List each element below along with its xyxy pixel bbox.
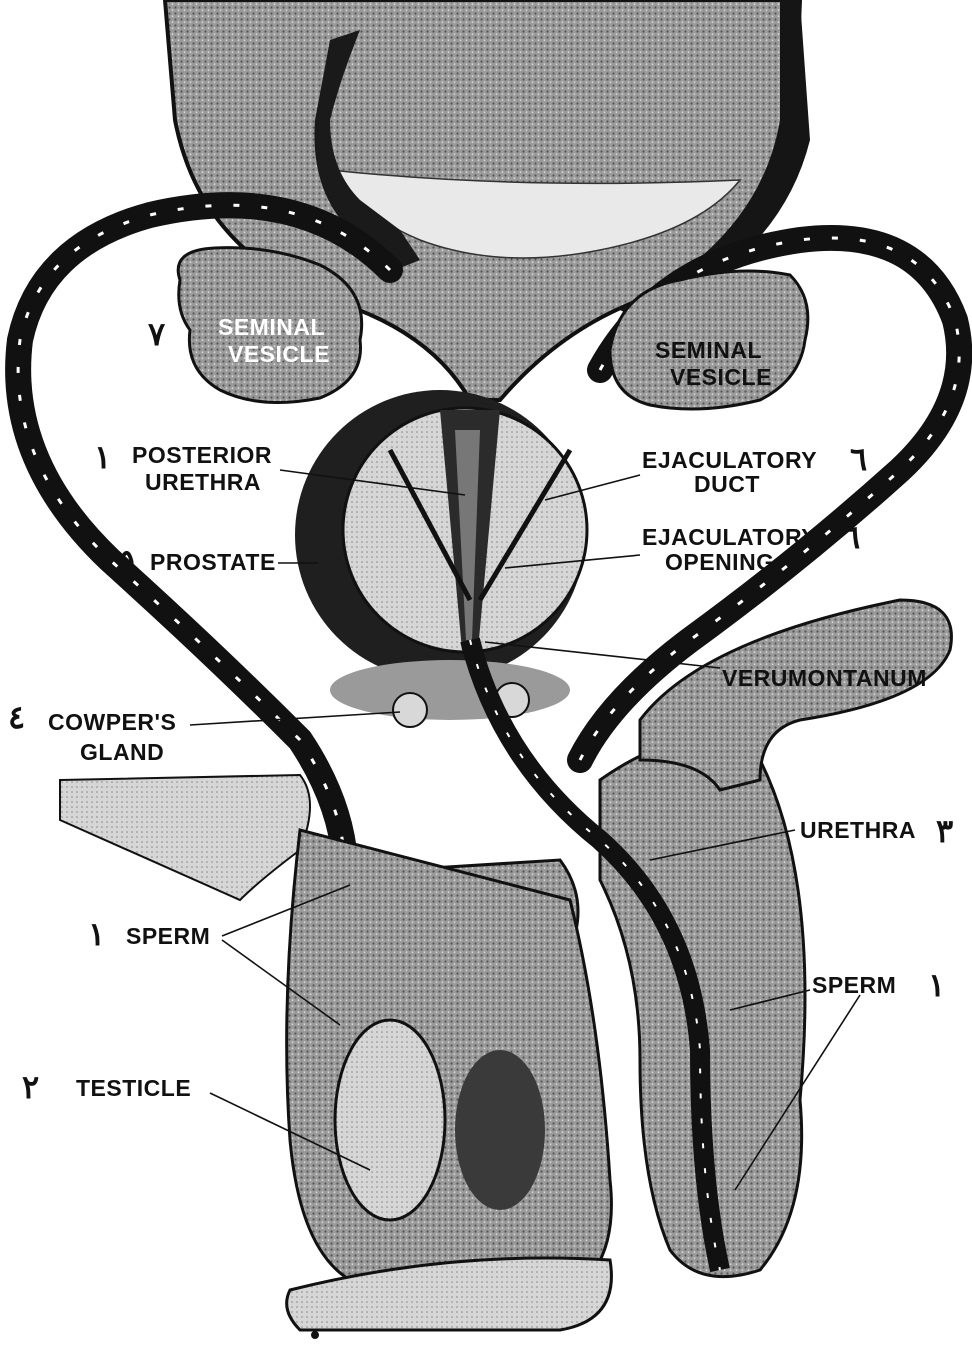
numeral-sperm-left: ١	[88, 915, 105, 953]
numeral-ejaculatory-opening: ٦	[843, 518, 860, 556]
numeral-prostate: ٥	[118, 542, 135, 580]
numeral-seminal-vesicle: ٧	[148, 315, 166, 353]
numeral-testicle: ٢	[22, 1068, 39, 1106]
label-ejaculatory-duct-line2: DUCT	[694, 471, 760, 497]
label-ejaculatory-duct-line1: EJACULATORY	[642, 447, 817, 473]
label-ejaculatory-opening-line2: OPENING	[665, 549, 775, 575]
label-seminal-vesicle-right-line2: VESICLE	[670, 364, 772, 390]
numeral-urethra: ٣	[936, 812, 953, 850]
label-seminal-vesicle-left-line1: SEMINAL	[218, 314, 325, 340]
numeral-ejaculatory-duct: ٦	[850, 440, 867, 478]
label-cowpers-gland-line1: COWPER'S	[48, 709, 176, 735]
label-cowpers-gland-line2: GLAND	[80, 739, 164, 765]
label-seminal-vesicle-left-line2: VESICLE	[228, 341, 330, 367]
numeral-sperm-right: ١	[928, 966, 945, 1004]
cowpers-glands	[330, 660, 570, 727]
label-seminal-vesicle-right-line1: SEMINAL	[655, 337, 762, 363]
label-posterior-urethra-line1: POSTERIOR	[132, 442, 272, 468]
label-verumontanum: VERUMONTANUM	[722, 665, 927, 691]
prostate-gland	[295, 390, 587, 680]
numeral-posterior-urethra: ١	[94, 438, 111, 476]
label-testicle: TESTICLE	[76, 1075, 191, 1101]
label-sperm-right: SPERM	[812, 972, 896, 998]
label-urethra: URETHRA	[800, 817, 916, 843]
scrotum	[287, 830, 612, 1339]
label-posterior-urethra-line2: URETHRA	[145, 469, 261, 495]
label-prostate: PROSTATE	[150, 549, 276, 575]
numeral-cowpers-gland: ٤	[8, 698, 25, 736]
label-sperm-left: SPERM	[126, 923, 210, 949]
label-ejaculatory-opening-line1: EJACULATORY	[642, 524, 817, 550]
